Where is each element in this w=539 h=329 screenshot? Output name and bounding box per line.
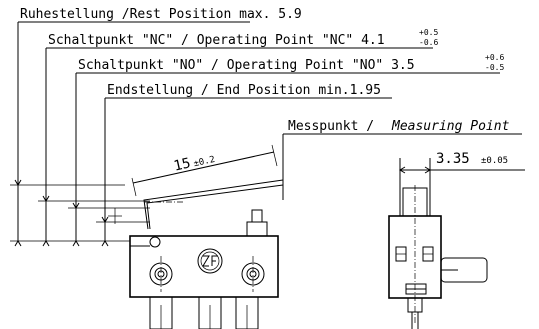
nc-operating-point-label: Schaltpunkt "NC" / Operating Point "NC" … bbox=[48, 33, 385, 48]
switch-lever bbox=[143, 179, 284, 230]
side-view bbox=[388, 185, 488, 329]
lever-dim-ext-2 bbox=[271, 144, 278, 167]
width-dimension-tolerance: ±0.05 bbox=[481, 156, 509, 166]
mounting-hole-right bbox=[241, 262, 265, 286]
nc-tolerance-minus: -0.6 bbox=[419, 38, 439, 47]
lever-dimension-line bbox=[132, 151, 275, 184]
no-arrow bbox=[72, 202, 80, 209]
base-arrow-4 bbox=[101, 240, 109, 247]
base-arrow-3 bbox=[72, 240, 80, 247]
plunger-body bbox=[246, 221, 268, 237]
terminal-right bbox=[235, 296, 259, 329]
width-dimension-value: 3.35 bbox=[436, 151, 470, 167]
no-tolerance-minus: -0.5 bbox=[485, 63, 505, 72]
lever-dim-ext-1 bbox=[131, 177, 137, 197]
mounting-hole-left bbox=[149, 262, 173, 286]
end-position-label: Endstellung / End Position min.1.95 bbox=[107, 83, 381, 98]
terminal-left bbox=[149, 296, 173, 329]
lever-pivot bbox=[149, 236, 161, 248]
width-arrow-left bbox=[399, 166, 406, 174]
base-arrow-1 bbox=[14, 240, 22, 247]
no-tolerance-plus: +0.6 bbox=[485, 53, 505, 62]
rest-position-label: Ruhestellung /Rest Position max. 5.9 bbox=[20, 7, 302, 22]
nc-tolerance-plus: +0.5 bbox=[419, 28, 439, 37]
terminal-middle bbox=[198, 296, 222, 329]
plunger-cap bbox=[251, 209, 263, 223]
rest-arrow bbox=[14, 179, 22, 186]
base-arrow-2 bbox=[42, 240, 50, 247]
lever-length-tolerance: ±0.2 bbox=[192, 154, 217, 170]
lever-length-value: 15 bbox=[172, 155, 193, 175]
nc-arrow bbox=[42, 195, 50, 202]
measuring-point-label-en: Measuring Point bbox=[392, 119, 510, 134]
measuring-point-label-de: Messpunkt / bbox=[288, 119, 375, 134]
width-arrow-right bbox=[424, 166, 431, 174]
no-operating-point-label: Schaltpunkt "NO" / Operating Point "NO" … bbox=[78, 58, 415, 73]
zf-logo-icon bbox=[197, 248, 223, 274]
end-arrow bbox=[101, 216, 109, 223]
